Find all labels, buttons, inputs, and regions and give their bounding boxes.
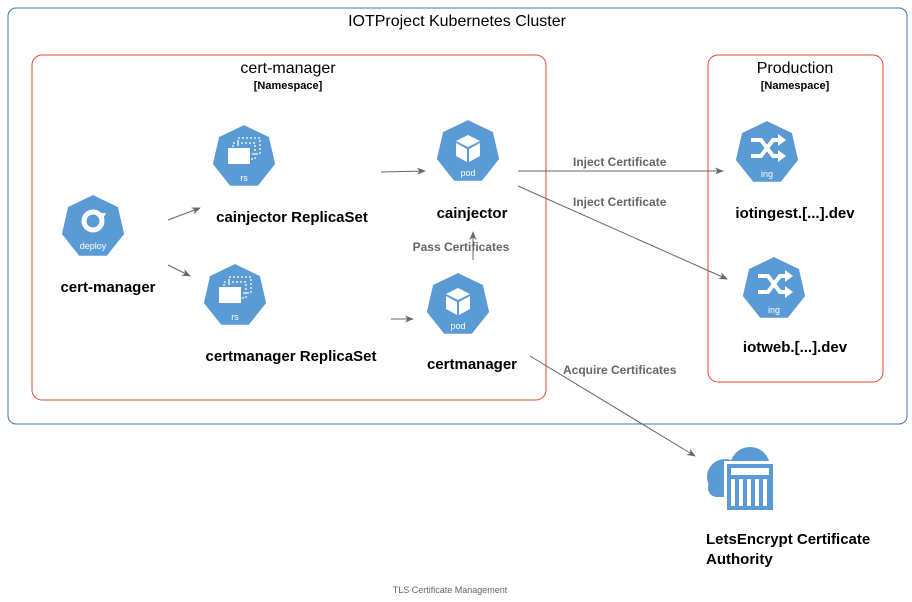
node-deploy-cert-manager: deploy cert-manager xyxy=(59,192,156,296)
replicaset-icon: rs xyxy=(210,122,278,188)
ing-iotweb-icon-label: ing xyxy=(768,305,780,315)
rs-cainjector-icon-label: rs xyxy=(240,173,248,183)
namespace-cert-manager-subtitle: [Namespace] xyxy=(254,80,323,92)
pod-icon: pod xyxy=(434,117,502,183)
cluster-boundary: IOTProject Kubernetes Cluster xyxy=(7,7,908,425)
namespace-cert-manager-title: cert-manager xyxy=(240,60,336,77)
rs-cainjector-label: cainjector ReplicaSet xyxy=(216,209,368,226)
node-rs-certmanager: rs certmanager ReplicaSet xyxy=(201,261,377,365)
edge-inject-certificate-web xyxy=(517,185,728,280)
edge-label-inject-certificate-ingest: Inject Certificate xyxy=(573,155,667,169)
edge-deploy-to-rs-cainjector xyxy=(167,207,201,221)
pod-certmanager-label: certmanager xyxy=(427,356,517,373)
ing-iotingest-icon-label: ing xyxy=(761,169,773,179)
edge-rs-cainjector-to-pod xyxy=(380,167,426,175)
edge-label-acquire-certificates: Acquire Certificates xyxy=(563,363,677,377)
ing-iotingest-label: iotingest.[...].dev xyxy=(735,205,855,222)
ingress-icon: ing xyxy=(740,254,808,320)
namespace-production-title: Production xyxy=(757,60,834,77)
cluster-frame xyxy=(7,7,908,425)
node-letsencrypt: LetsEncrypt Certificate Authority xyxy=(706,447,870,568)
namespace-cert-manager-frame xyxy=(31,54,547,401)
node-rs-cainjector: rs cainjector ReplicaSet xyxy=(210,122,368,226)
deploy-icon-label: deploy xyxy=(80,241,107,251)
pod-icon: pod xyxy=(424,270,492,336)
edge-label-inject-certificate-web: Inject Certificate xyxy=(573,195,667,209)
ing-iotweb-label: iotweb.[...].dev xyxy=(743,339,848,356)
edge-label-pass-certificates: Pass Certificates xyxy=(413,240,510,254)
cluster-title: IOTProject Kubernetes Cluster xyxy=(348,13,567,30)
node-pod-certmanager: pod certmanager xyxy=(424,270,517,373)
namespace-production-subtitle: [Namespace] xyxy=(761,80,830,92)
cloud-datacenter-icon xyxy=(707,447,776,513)
ingress-icon: ing xyxy=(733,118,801,184)
node-ing-iotingest: ing iotingest.[...].dev xyxy=(733,118,855,222)
letsencrypt-label-line1: LetsEncrypt Certificate xyxy=(706,531,870,548)
rs-certmanager-icon-label: rs xyxy=(231,312,239,322)
pod-cainjector-label: cainjector xyxy=(437,205,508,222)
edge-deploy-to-rs-certmanager xyxy=(167,264,191,277)
letsencrypt-label-line2: Authority xyxy=(706,551,773,568)
pod-cainjector-icon-label: pod xyxy=(460,168,475,178)
namespace-cert-manager: cert-manager [Namespace] xyxy=(31,54,547,401)
replicaset-icon: rs xyxy=(201,261,269,327)
edges: Pass Certificates Inject Certificate Inj… xyxy=(167,155,728,457)
node-ing-iotweb: ing iotweb.[...].dev xyxy=(740,254,848,356)
diagram-caption: TLS Certificate Management xyxy=(393,585,508,595)
deploy-cert-manager-label: cert-manager xyxy=(60,279,155,296)
node-pod-cainjector: pod cainjector xyxy=(434,117,508,222)
namespace-production: Production [Namespace] xyxy=(707,54,884,383)
edge-acquire-certificates xyxy=(529,355,696,457)
deploy-icon: deploy xyxy=(59,192,127,258)
namespace-production-frame xyxy=(707,54,884,383)
pod-certmanager-icon-label: pod xyxy=(450,321,465,331)
rs-certmanager-label: certmanager ReplicaSet xyxy=(206,348,377,365)
